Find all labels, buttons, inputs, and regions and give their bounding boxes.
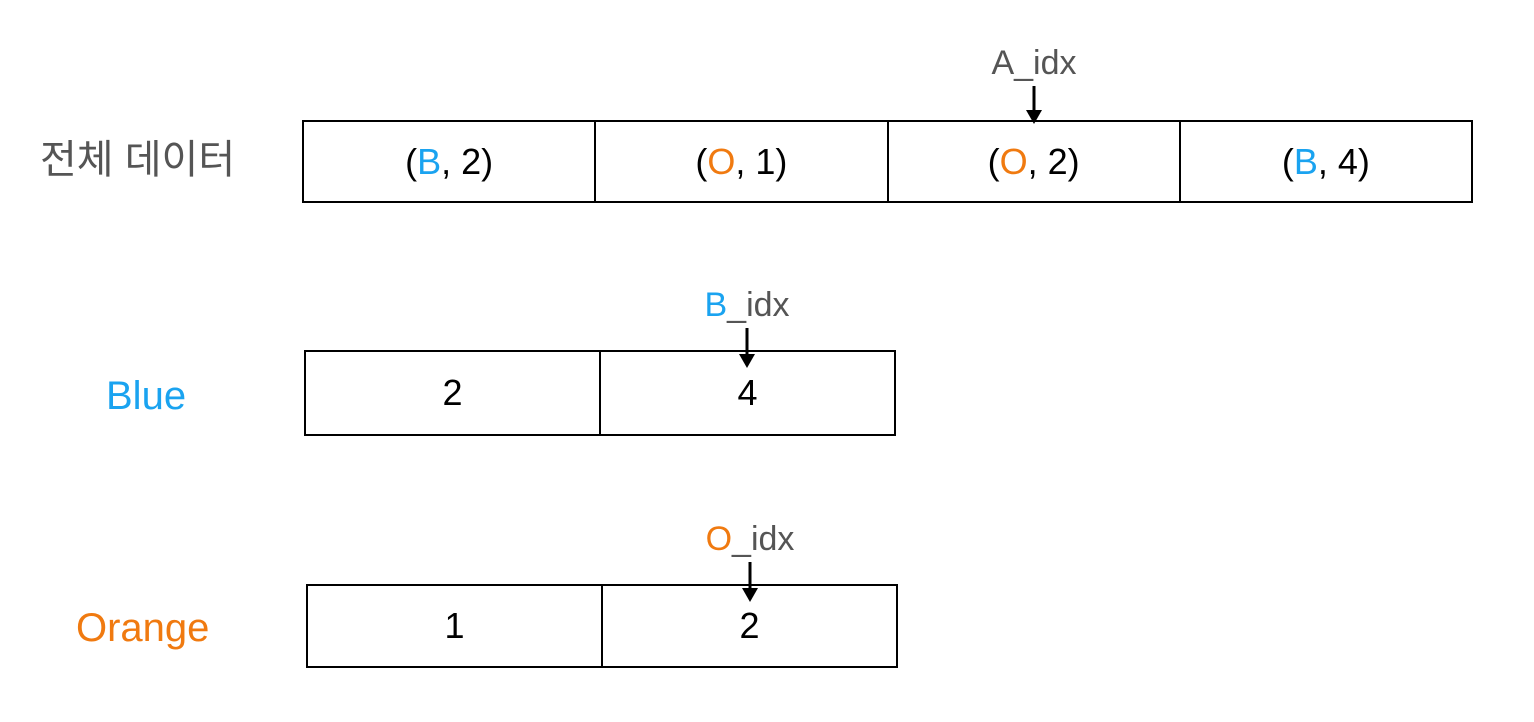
all-data-cell: (B, 4) xyxy=(1178,122,1471,201)
cell-letter: O xyxy=(999,140,1028,182)
blue-array: 2 4 xyxy=(304,350,896,436)
b-idx-label: B_idx xyxy=(704,286,790,324)
all-data-label: 전체 데이터 xyxy=(40,138,236,182)
blue-cell: 2 xyxy=(442,372,463,413)
all-data-array: (B, 2) (O, 1) (O, 2) (B, 4) xyxy=(302,120,1473,203)
o-idx-pointer: O_idx xyxy=(700,522,800,602)
a-idx-arrow-icon xyxy=(1026,86,1042,124)
blue-label: Blue xyxy=(106,374,187,418)
cell-letter: O xyxy=(707,140,736,182)
o-idx-label: O_idx xyxy=(705,520,795,558)
all-data-cell: (B, 2) xyxy=(405,140,494,182)
a-idx-label: A_idx xyxy=(991,44,1077,82)
all-data-cell: (O, 2) xyxy=(886,122,1179,201)
cell-letter: B xyxy=(1293,140,1318,182)
orange-cell: 1 xyxy=(444,605,465,646)
all-data-cell: (O, 1) xyxy=(594,122,886,201)
a-idx-pointer: A_idx xyxy=(984,46,1084,124)
b-idx-pointer: B_idx xyxy=(697,288,797,368)
blue-cell: 4 xyxy=(599,352,894,434)
orange-array: 1 2 xyxy=(306,584,898,668)
cell-letter: B xyxy=(417,140,442,182)
orange-label: Orange xyxy=(76,606,210,650)
orange-cell: 2 xyxy=(601,586,896,666)
